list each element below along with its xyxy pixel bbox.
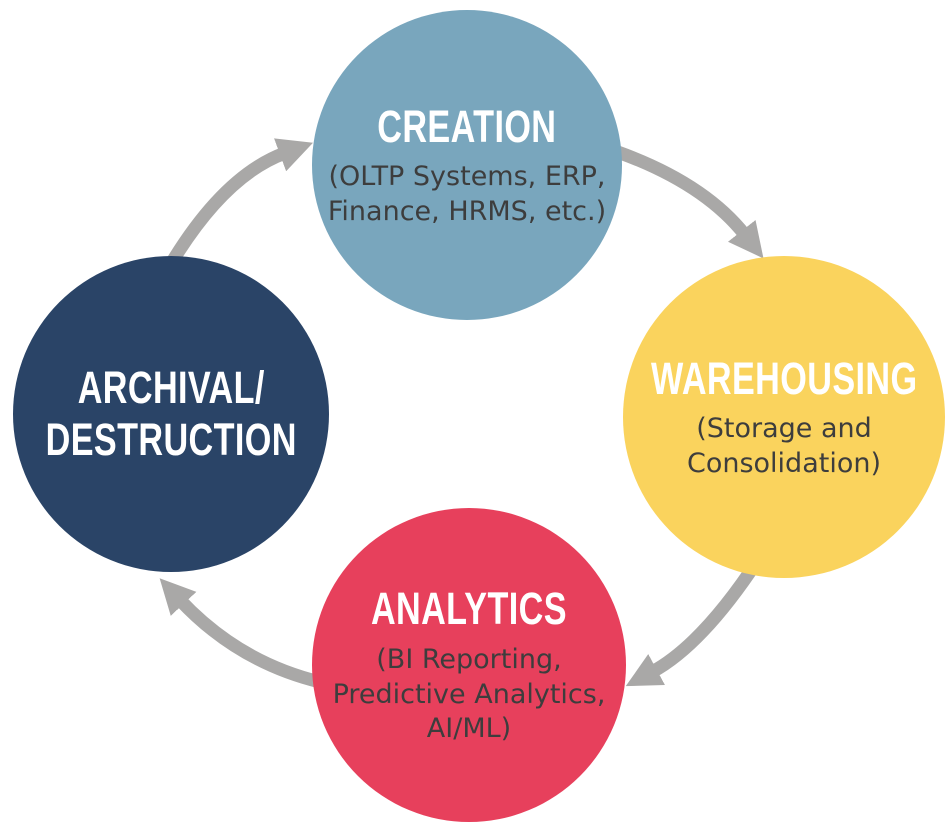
subtitle-line: (OLTP Systems, ERP, [328,161,606,193]
title-line: DESTRUCTION [45,414,297,465]
node-title: CREATION [377,101,556,153]
arrow-archival-to-creation [166,138,314,266]
title-line: ARCHIVAL/ [77,362,265,414]
subtitle-line: Finance, HRMS, etc.) [327,195,607,227]
subtitle-line: (Storage and [696,413,872,445]
node-subtitle: (BI Reporting, Predictive Analytics, AI/… [333,643,606,747]
subtitle-line: AI/ML) [426,713,512,745]
subtitle-line: Consolidation) [686,447,881,479]
node-title: ANALYTICS [371,583,567,635]
title-line: CREATION [377,100,557,152]
node-archival-destruction: ARCHIVAL/ DESTRUCTION [13,256,329,572]
arrow-analytics-to-archival [159,578,322,689]
arrow-creation-to-warehousing [598,139,764,259]
subtitle-line: Predictive Analytics, [332,678,606,710]
node-subtitle: (OLTP Systems, ERP, Finance, HRMS, etc.) [328,160,606,229]
node-subtitle: (Storage and Consolidation) [687,412,881,481]
node-analytics: ANALYTICS (BI Reporting, Predictive Anal… [312,508,626,822]
title-line: WAREHOUSING [650,352,918,404]
arrow-warehousing-to-analytics [625,556,764,687]
subtitle-line: (BI Reporting, [376,644,562,676]
node-title: WAREHOUSING [651,353,917,405]
node-warehousing: WAREHOUSING (Storage and Consolidation) [623,256,945,578]
node-creation: CREATION (OLTP Systems, ERP, Finance, HR… [312,10,622,320]
title-line: ANALYTICS [371,583,567,635]
node-title: ARCHIVAL/ DESTRUCTION [45,362,296,466]
